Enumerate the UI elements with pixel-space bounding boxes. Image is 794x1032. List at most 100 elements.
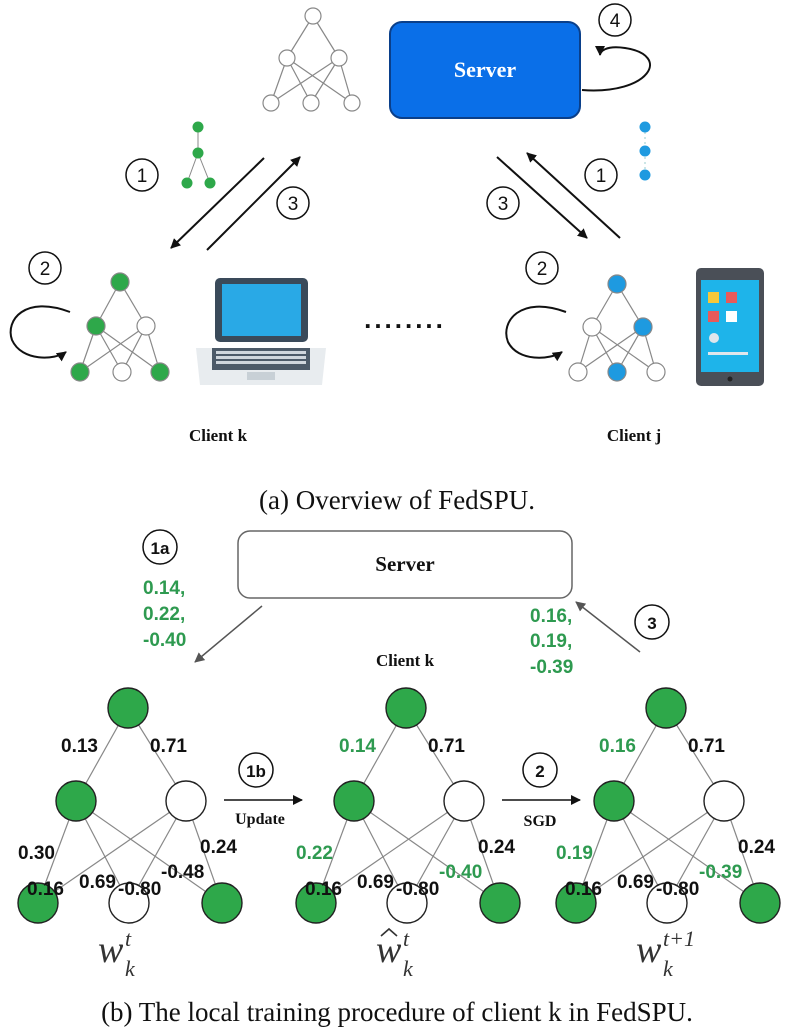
client-j-label: Client j — [607, 426, 661, 445]
weight-label: 0.16 — [305, 879, 342, 900]
laptop-icon — [196, 278, 326, 385]
upload-weights: 0.16, 0.19, -0.39 — [530, 606, 573, 678]
network-node — [55, 780, 97, 822]
weight-label: 0.69 — [357, 872, 394, 893]
step-1a-label: 1a — [151, 539, 170, 558]
network-node — [17, 882, 59, 924]
weight-symbol: w — [376, 929, 402, 971]
upload-weight-2: 0.19, — [530, 631, 572, 652]
server-label-b: Server — [375, 552, 434, 576]
step-3-right-label: 3 — [498, 194, 509, 215]
download-weights: 0.14, 0.22, -0.40 — [143, 578, 186, 651]
weight-superscript: t+1 — [663, 926, 695, 951]
hat-accent — [380, 927, 398, 937]
arrow-client-j-to-server — [526, 152, 621, 239]
network-node — [165, 780, 207, 822]
arrow-upload — [575, 601, 641, 653]
network-node — [107, 687, 149, 729]
client-k-subnet — [181, 121, 216, 189]
upload-weight-1: 0.16, — [530, 606, 572, 627]
weight-label: 0.24 — [200, 837, 237, 858]
step-2-right-label: 2 — [537, 259, 548, 280]
weight-subscript: k — [663, 956, 674, 981]
network-node — [385, 687, 427, 729]
step-1-right-label: 1 — [596, 166, 607, 187]
weight-label: 0.24 — [478, 837, 515, 858]
weight-label: 0.30 — [18, 843, 55, 864]
arrow-server-to-client-k — [170, 157, 265, 249]
step-3-left-label: 3 — [288, 194, 299, 215]
global-model-network — [262, 7, 361, 112]
weight-label: 0.69 — [617, 872, 654, 893]
tablet-icon — [696, 268, 764, 386]
download-weight-2: 0.22, — [143, 604, 185, 625]
download-weight-1: 0.14, — [143, 578, 185, 599]
update-label: Update — [235, 811, 285, 828]
network-node — [703, 780, 745, 822]
client-k-label: Client k — [189, 426, 248, 445]
server-box: Server — [389, 21, 581, 119]
network-edge — [37, 800, 187, 904]
client-j-training-loop: 2 — [505, 251, 567, 362]
network-node — [739, 882, 781, 924]
arrow-download — [194, 605, 263, 663]
weight-label: 0.71 — [150, 736, 187, 757]
network-node — [108, 882, 150, 924]
network-edge — [353, 800, 501, 904]
weight-label: 0.19 — [556, 843, 593, 864]
weight-label: 0.16 — [565, 879, 602, 900]
clients-ellipsis: ........ — [364, 304, 446, 334]
step-3-b-label: 3 — [647, 614, 656, 633]
weight-label: 0.14 — [339, 736, 376, 757]
weight-label: -0.80 — [656, 879, 699, 900]
network-node — [443, 780, 485, 822]
step-1b-label: 1b — [246, 762, 266, 781]
weight-label: 0.16 — [599, 736, 636, 757]
client-j-subnet — [639, 121, 651, 181]
weight-label: -0.40 — [439, 862, 482, 883]
client-j-model — [568, 274, 666, 382]
arrow-server-to-client-j — [496, 156, 588, 239]
weight-label: 0.16 — [27, 879, 64, 900]
client-k-training-loop: 2 — [9, 251, 71, 362]
network-node — [333, 780, 375, 822]
network-node — [295, 882, 337, 924]
weight-label: 0.69 — [79, 872, 116, 893]
step-1-left-label: 1 — [137, 166, 148, 187]
weight-label: -0.80 — [396, 879, 439, 900]
arrow-client-k-to-server — [206, 156, 301, 251]
weight-label: 0.71 — [688, 736, 725, 757]
caption-b: (b) The local training procedure of clie… — [101, 997, 693, 1027]
network-node — [479, 882, 521, 924]
weight-label: 0.71 — [428, 736, 465, 757]
network-node — [646, 882, 688, 924]
weight-subscript: k — [125, 956, 136, 981]
server-box-b — [237, 530, 573, 599]
network-node — [645, 687, 687, 729]
caption-a: (a) Overview of FedSPU. — [259, 485, 535, 515]
client-k-model — [70, 272, 170, 382]
step-2-left-label: 2 — [40, 259, 51, 280]
server-label: Server — [454, 57, 517, 82]
server-self-loop: 4 — [581, 3, 651, 92]
weight-symbol: w — [636, 929, 662, 971]
download-weight-3: -0.40 — [143, 630, 186, 651]
network-edge — [575, 800, 725, 904]
upload-weight-3: -0.39 — [530, 657, 573, 678]
weight-label: -0.80 — [118, 879, 161, 900]
network-edge — [315, 800, 465, 904]
network-node — [201, 882, 243, 924]
weight-label: 0.13 — [61, 736, 98, 757]
weight-label: -0.39 — [699, 862, 742, 883]
weight-label: 0.22 — [296, 843, 333, 864]
weight-label: -0.48 — [161, 862, 204, 883]
weight-symbol: w — [98, 929, 124, 971]
network-node — [593, 780, 635, 822]
network-node — [386, 882, 428, 924]
step-2-b-label: 2 — [535, 762, 544, 781]
step-4-label: 4 — [610, 11, 621, 32]
network-edge — [75, 800, 223, 904]
sgd-label: SGD — [524, 813, 557, 830]
